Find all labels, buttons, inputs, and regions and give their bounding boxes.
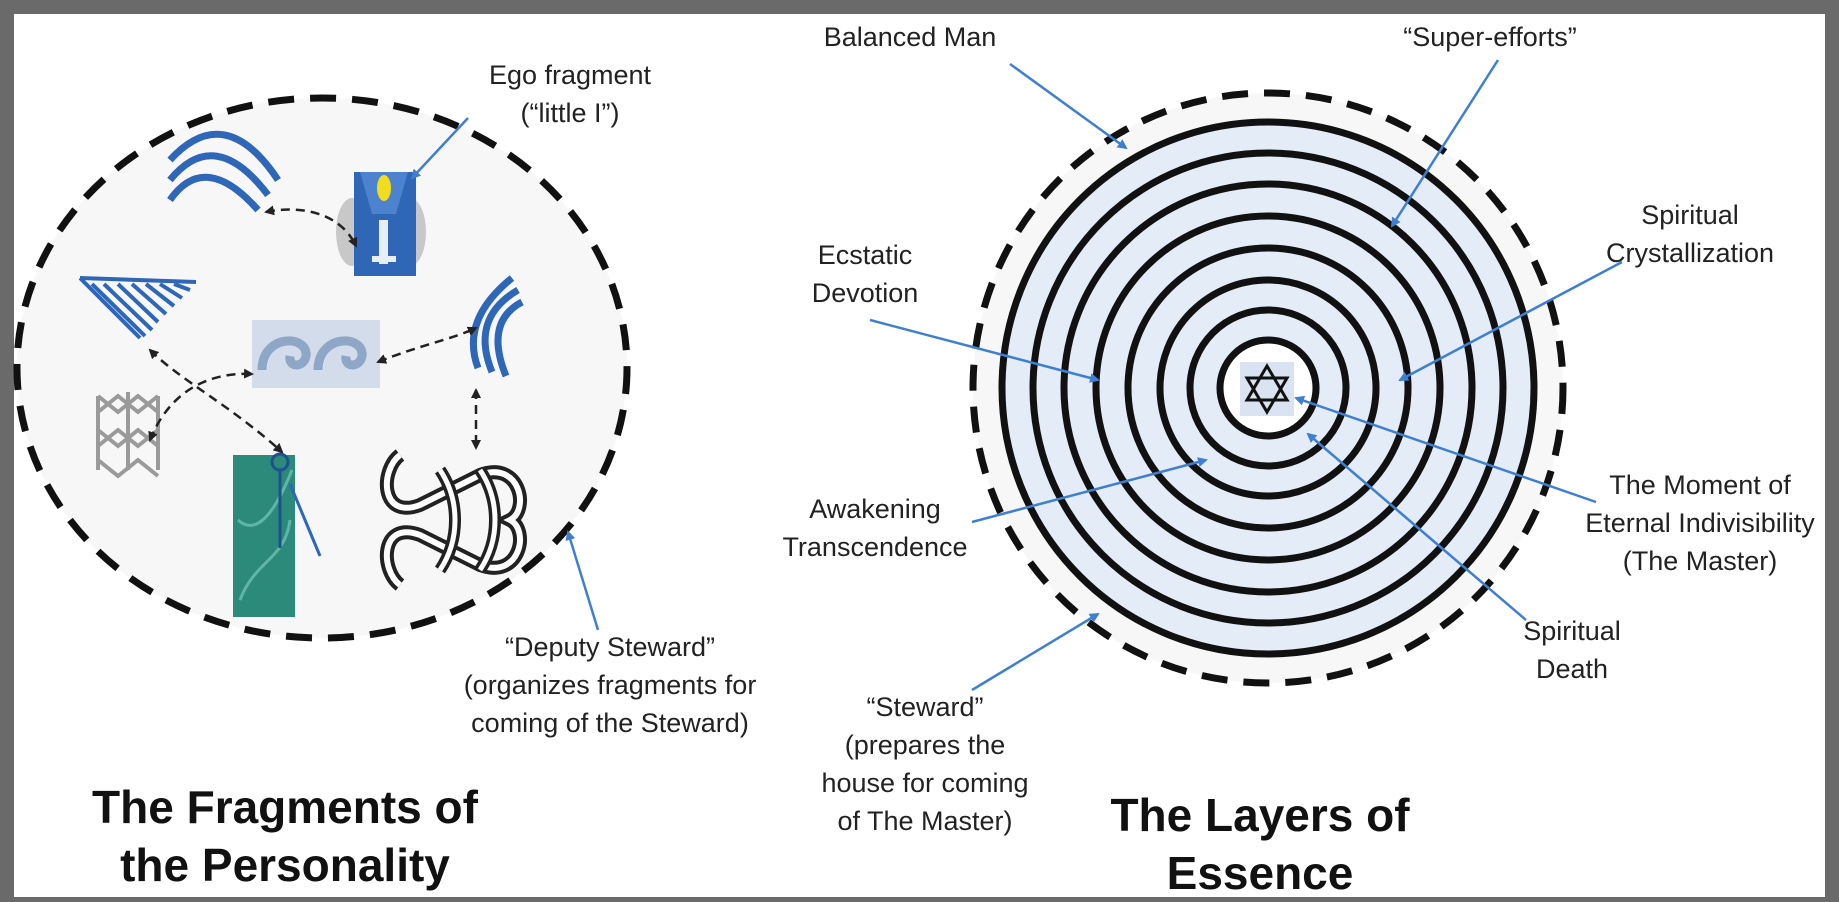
spiritual-death-line1: Spiritual — [1523, 616, 1621, 646]
ego-fragment-label: Ego fragment (“little I”) — [470, 56, 670, 132]
deputy-steward-line1: “Deputy Steward” — [504, 632, 716, 662]
balanced-man-label: Balanced Man — [823, 22, 997, 52]
ecstatic-devotion-label: Ecstatic Devotion — [790, 236, 940, 312]
deputy-pointer-arrow — [565, 530, 600, 631]
ego-fragment-line2: (“little I”) — [520, 98, 620, 128]
moment-line2: Eternal Indivisibility — [1585, 508, 1815, 538]
deputy-steward-line2: (organizes fragments for — [463, 670, 757, 700]
star-of-david-icon — [1240, 362, 1294, 416]
spiritual-death-line2: Death — [1535, 654, 1609, 684]
left-title-line1: The Fragments of — [92, 781, 478, 833]
ego-fragment-line1: Ego fragment — [488, 60, 652, 90]
steward-label: “Steward” (prepares the house for coming… — [805, 688, 1045, 840]
moment-line1: The Moment of — [1609, 470, 1791, 500]
moment-of-eternal-indivisibility-label: The Moment of Eternal Indivisibility (Th… — [1566, 466, 1834, 580]
spiritual-crystallization-line2: Crystallization — [1605, 238, 1775, 268]
right-panel-title: The Layers of Essence — [1060, 786, 1460, 902]
fragment-arcs-icon — [167, 130, 281, 213]
deputy-steward-label: “Deputy Steward” (organizes fragments fo… — [435, 628, 785, 742]
awakening-transcendence-line1: Awakening — [809, 494, 941, 524]
ego-fragment-icon — [336, 172, 426, 276]
fragment-endless-knot-icon — [380, 449, 527, 591]
right-title-line1: The Layers of — [1110, 789, 1410, 841]
awakening-transcendence-line2: Transcendence — [782, 532, 968, 562]
left-title-line2: the Personality — [120, 839, 450, 891]
fragment-triangle-icon — [78, 276, 197, 340]
fragment-lattice-icon — [96, 392, 160, 479]
steward-line1: “Steward” — [866, 692, 984, 722]
steward-line4: of The Master) — [837, 806, 1013, 836]
left-panel-title: The Fragments of the Personality — [60, 778, 510, 894]
moment-line3: (The Master) — [1622, 546, 1778, 576]
fragment-connectors — [148, 205, 481, 454]
steward-line3: house for coming — [821, 768, 1029, 798]
deputy-steward-line3: coming of the Steward) — [471, 708, 749, 738]
spiritual-crystallization-label: Spiritual Crystallization — [1580, 196, 1800, 272]
ego-pointer-arrow — [410, 117, 469, 180]
spiritual-crystallization-line1: Spiritual — [1641, 200, 1739, 230]
super-efforts-label: “Super-efforts” — [1403, 22, 1577, 52]
right-title-line2: Essence — [1166, 847, 1354, 899]
essence-pointer-arrows — [869, 59, 1623, 692]
fragment-teal-panel-icon — [233, 452, 322, 617]
steward-line2: (prepares the — [844, 730, 1006, 760]
spiritual-death-label: Spiritual Death — [1492, 612, 1652, 688]
ecstatic-devotion-line1: Ecstatic — [817, 240, 913, 270]
ecstatic-devotion-line2: Devotion — [811, 278, 919, 308]
awakening-transcendence-label: Awakening Transcendence — [760, 490, 990, 566]
fragment-waves-icon — [252, 320, 380, 388]
